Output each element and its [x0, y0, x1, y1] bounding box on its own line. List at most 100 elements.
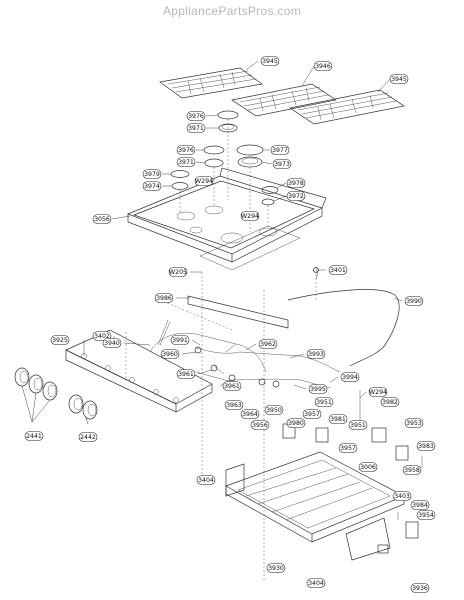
part-number-label: 3991: [172, 337, 188, 344]
part-number-label: 3960: [162, 351, 178, 358]
callout-bubble: [328, 265, 348, 275]
part-number-label: 3954: [418, 512, 434, 519]
part-number-label: W294: [241, 213, 259, 220]
callout-c3980: 3980: [286, 418, 306, 428]
callout-bubble: [168, 267, 188, 277]
manifold-assembly: [149, 266, 400, 389]
callout-bubble: [392, 491, 412, 501]
part-number-label: 3945: [391, 76, 407, 83]
callout-c3936: 3936: [410, 583, 430, 593]
callout-c3945a: 3945: [260, 56, 280, 66]
callout-bubble: [308, 384, 328, 394]
part-number-label: 3981: [330, 416, 346, 423]
callout-c3990: 3990: [404, 296, 424, 306]
callout-bubble: [186, 111, 206, 121]
callout-bubble: [224, 400, 244, 410]
callout-bubble: [240, 409, 260, 419]
callout-bubble: [260, 56, 280, 66]
part-number-label: 3979: [144, 171, 160, 178]
callout-bubble: [160, 349, 180, 359]
callout-c3974: 3974: [142, 181, 162, 191]
part-number-label: 3963: [226, 402, 242, 409]
callout-bubble: [272, 159, 292, 169]
callout-bubble: [102, 338, 122, 348]
part-number-label: 3957: [304, 411, 320, 418]
callout-cW294c: W294: [368, 387, 388, 397]
part-number-label: 3978: [288, 180, 304, 187]
callout-c3976b: 3976: [176, 145, 196, 155]
callout-c3954: 3954: [416, 510, 436, 520]
part-number-label: 3006: [360, 464, 376, 471]
callout-cW294b: W294: [240, 211, 260, 221]
callout-c3986: 3986: [154, 293, 174, 303]
callout-bubble: [194, 176, 214, 186]
callout-bubble: [176, 369, 196, 379]
part-number-label: 3957: [340, 445, 356, 452]
part-number-label: 3056: [94, 216, 110, 223]
callout-bubble: [306, 349, 326, 359]
callout-bubble: [368, 387, 388, 397]
callout-c3991: 3991: [170, 335, 190, 345]
part-number-label: 3980: [288, 420, 304, 427]
part-number-label: 2441: [26, 433, 42, 440]
part-number-label: 3976: [188, 113, 204, 120]
part-number-label: 3971: [188, 125, 204, 132]
callout-bubble: [142, 181, 162, 191]
callout-bubble: [313, 61, 333, 71]
part-number-label: 3971: [178, 159, 194, 166]
callout-c3978: 3978: [286, 178, 306, 188]
callout-bubble: [250, 420, 270, 430]
callout-c3984: 3984: [410, 500, 430, 510]
part-number-label: 3990: [406, 298, 422, 305]
part-number-label: 3958: [404, 467, 420, 474]
part-number-label: 3951: [316, 399, 332, 406]
callout-bubble: [358, 462, 378, 472]
callout-c3973: 3973: [272, 159, 292, 169]
callout-c3964: 3964: [240, 409, 260, 419]
callout-cW205: W205: [168, 267, 188, 277]
part-number-label: 3977: [272, 147, 288, 154]
callout-bubble: [340, 372, 360, 382]
callout-bubble: [264, 405, 284, 415]
callout-c3403: 3403: [392, 491, 412, 501]
part-number-label: 3930: [268, 565, 284, 572]
part-number-label: W294: [369, 389, 387, 396]
callout-c3995: 3995: [308, 384, 328, 394]
callout-c3976a: 3976: [186, 111, 206, 121]
part-number-label: 3402: [94, 333, 110, 340]
callout-bubble: [78, 432, 98, 442]
callout-c3983: 3983: [416, 441, 436, 451]
callout-bubble: [176, 145, 196, 155]
part-number-label: 3950: [266, 407, 282, 414]
callout-bubble: [286, 178, 306, 188]
callout-c3958: 3958: [402, 465, 422, 475]
callout-bubble: [92, 214, 112, 224]
callout-c3982: 3982: [380, 397, 400, 407]
callout-c3962: 3962: [258, 339, 278, 349]
callout-bubble: [176, 157, 196, 167]
callout-bubble: [348, 420, 368, 430]
part-number-label: 3993: [308, 351, 324, 358]
callout-c3993: 3993: [306, 349, 326, 359]
cooktop: [127, 167, 327, 271]
callout-bubble: [416, 510, 436, 520]
callout-c3930: 3930: [266, 563, 286, 573]
part-number-label: 3956: [252, 422, 268, 429]
callout-bubble: [24, 431, 44, 441]
callout-c3402: 3402: [92, 331, 112, 341]
callout-c3977: 3977: [270, 145, 290, 155]
part-number-label: 2442: [80, 434, 96, 441]
callout-c3006: 3006: [358, 462, 378, 472]
grate-right: [289, 89, 405, 125]
callout-c3981: 3981: [328, 414, 348, 424]
part-number-label: 3946: [315, 63, 331, 70]
callout-c3056: 3056: [92, 214, 112, 224]
callout-bubble: [380, 397, 400, 407]
part-number-label: W205: [169, 269, 187, 276]
part-number-label: 3940: [104, 340, 120, 347]
callout-bubble: [402, 465, 422, 475]
callout-c3972: 3972: [286, 191, 306, 201]
part-number-label: 3936: [412, 585, 428, 592]
